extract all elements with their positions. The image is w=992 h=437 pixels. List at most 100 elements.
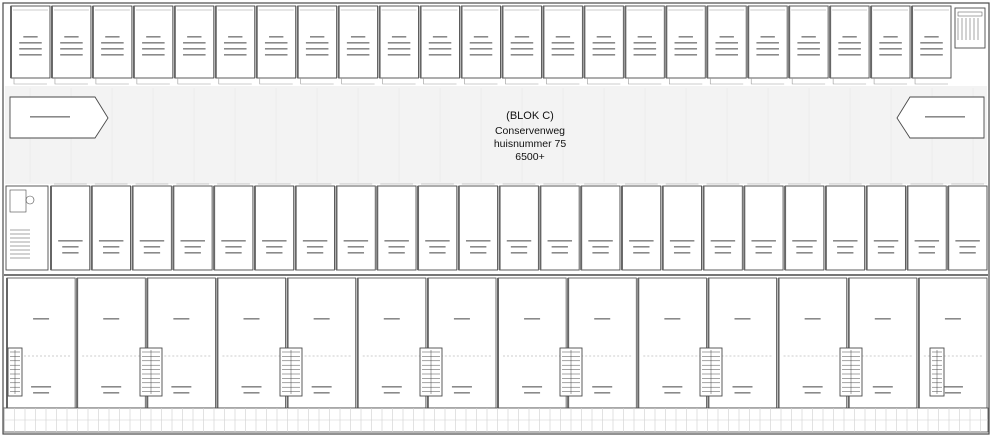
- unit-text-mark: [387, 54, 411, 56]
- unit-text-mark: [944, 318, 961, 320]
- storage-unit: [458, 185, 499, 271]
- unit-text-mark: [173, 392, 190, 394]
- unit-text-mark: [223, 48, 247, 50]
- unit-text-mark: [592, 252, 609, 254]
- unit-text-mark: [101, 48, 124, 50]
- unit-text-mark: [633, 54, 657, 56]
- wall-post: [335, 186, 338, 270]
- unit-text-mark: [955, 240, 980, 242]
- unit-text-mark: [715, 42, 739, 44]
- unit-text-mark: [802, 386, 823, 388]
- unit-text-mark: [428, 48, 452, 50]
- unit-text-mark: [453, 318, 470, 320]
- wall-post: [665, 6, 668, 78]
- unit-text-mark: [555, 36, 571, 38]
- storage-unit: [743, 185, 784, 271]
- right-ramp-label: [925, 116, 965, 118]
- wall-post: [620, 186, 623, 270]
- unit-text-mark: [918, 246, 935, 248]
- unit-text-mark: [451, 386, 472, 388]
- unit-text-mark: [310, 36, 325, 38]
- wall-post: [172, 186, 175, 270]
- wall-post: [707, 278, 710, 408]
- wall-post: [911, 6, 914, 78]
- unit-door: [259, 78, 293, 85]
- storage-unit: [254, 185, 295, 271]
- unit-text-mark: [473, 36, 489, 38]
- unit-text-mark: [264, 54, 288, 56]
- unit-text-mark: [428, 42, 452, 44]
- block-label: (BLOK C) Conservenweg huisnummer 75 6500…: [440, 108, 620, 164]
- storage-unit: [295, 185, 335, 271]
- unit-text-mark: [98, 240, 124, 242]
- unit-text-mark: [429, 252, 446, 254]
- unit-text-mark: [264, 48, 288, 50]
- unit-text-mark: [383, 392, 400, 394]
- unit-text-mark: [664, 318, 681, 320]
- unit-text-mark: [506, 240, 532, 242]
- wall-post: [213, 186, 216, 270]
- unit-text-mark: [592, 54, 616, 56]
- wall-post: [865, 186, 868, 270]
- unit-text-mark: [184, 252, 201, 254]
- unit-text-mark: [225, 252, 242, 254]
- unit-text-mark: [103, 246, 120, 248]
- unit-text-mark: [183, 54, 206, 56]
- unit-text-mark: [266, 252, 283, 254]
- wall-post: [255, 6, 258, 78]
- street-name: Conservenweg: [494, 125, 566, 137]
- unit-door: [341, 78, 375, 85]
- unit-text-mark: [514, 36, 530, 38]
- unit-text-mark: [223, 42, 247, 44]
- unit-text-mark: [673, 252, 691, 254]
- unit-text-mark: [350, 36, 366, 38]
- unit-text-mark: [942, 386, 963, 388]
- apartment-unit: [497, 277, 567, 409]
- unit-text-mark: [269, 36, 284, 38]
- wall-post: [294, 186, 297, 270]
- unit-text-mark: [173, 318, 190, 320]
- unit-door: [136, 78, 170, 85]
- unit-text-mark: [837, 246, 854, 248]
- unit-text-mark: [877, 252, 895, 254]
- unit-text-mark: [305, 48, 329, 50]
- wall-post: [539, 186, 542, 270]
- unit-text-mark: [756, 48, 779, 50]
- unit-text-mark: [425, 240, 450, 242]
- wall-post: [497, 278, 499, 408]
- unit-text-mark: [101, 54, 124, 56]
- unit-text-mark: [755, 252, 772, 254]
- unit-text-mark: [313, 318, 330, 320]
- unit-text-mark: [142, 54, 165, 56]
- unit-text-mark: [678, 36, 693, 38]
- unit-text-mark: [633, 252, 650, 254]
- wall-post: [6, 278, 8, 408]
- block-name: (BLOK C): [506, 110, 554, 122]
- unit-text-mark: [877, 246, 895, 248]
- wall-post: [777, 278, 780, 408]
- unit-text-mark: [924, 36, 939, 38]
- unit-text-mark: [551, 42, 575, 44]
- unit-text-mark: [262, 240, 287, 242]
- unit-text-mark: [872, 386, 893, 388]
- wall-post: [624, 6, 627, 78]
- unit-text-mark: [760, 36, 775, 38]
- apartment-unit: [778, 277, 848, 409]
- wall-post: [917, 278, 920, 408]
- unit-text-mark: [547, 240, 573, 242]
- unit-door: [382, 78, 416, 85]
- bottom-grid-strip: [3, 407, 989, 433]
- unit-text-mark: [879, 48, 902, 50]
- wall-post: [90, 186, 93, 270]
- unit-text-mark: [142, 48, 165, 50]
- unit-text-mark: [146, 36, 161, 38]
- unit-text-mark: [183, 42, 206, 44]
- wall-post: [583, 6, 586, 78]
- unit-text-mark: [714, 246, 732, 248]
- unit-text-mark: [31, 386, 52, 388]
- storage-unit: [947, 185, 988, 271]
- unit-text-mark: [833, 240, 858, 242]
- unit-text-mark: [596, 36, 612, 38]
- apartment-unit: [357, 277, 427, 409]
- unit-door: [54, 78, 88, 85]
